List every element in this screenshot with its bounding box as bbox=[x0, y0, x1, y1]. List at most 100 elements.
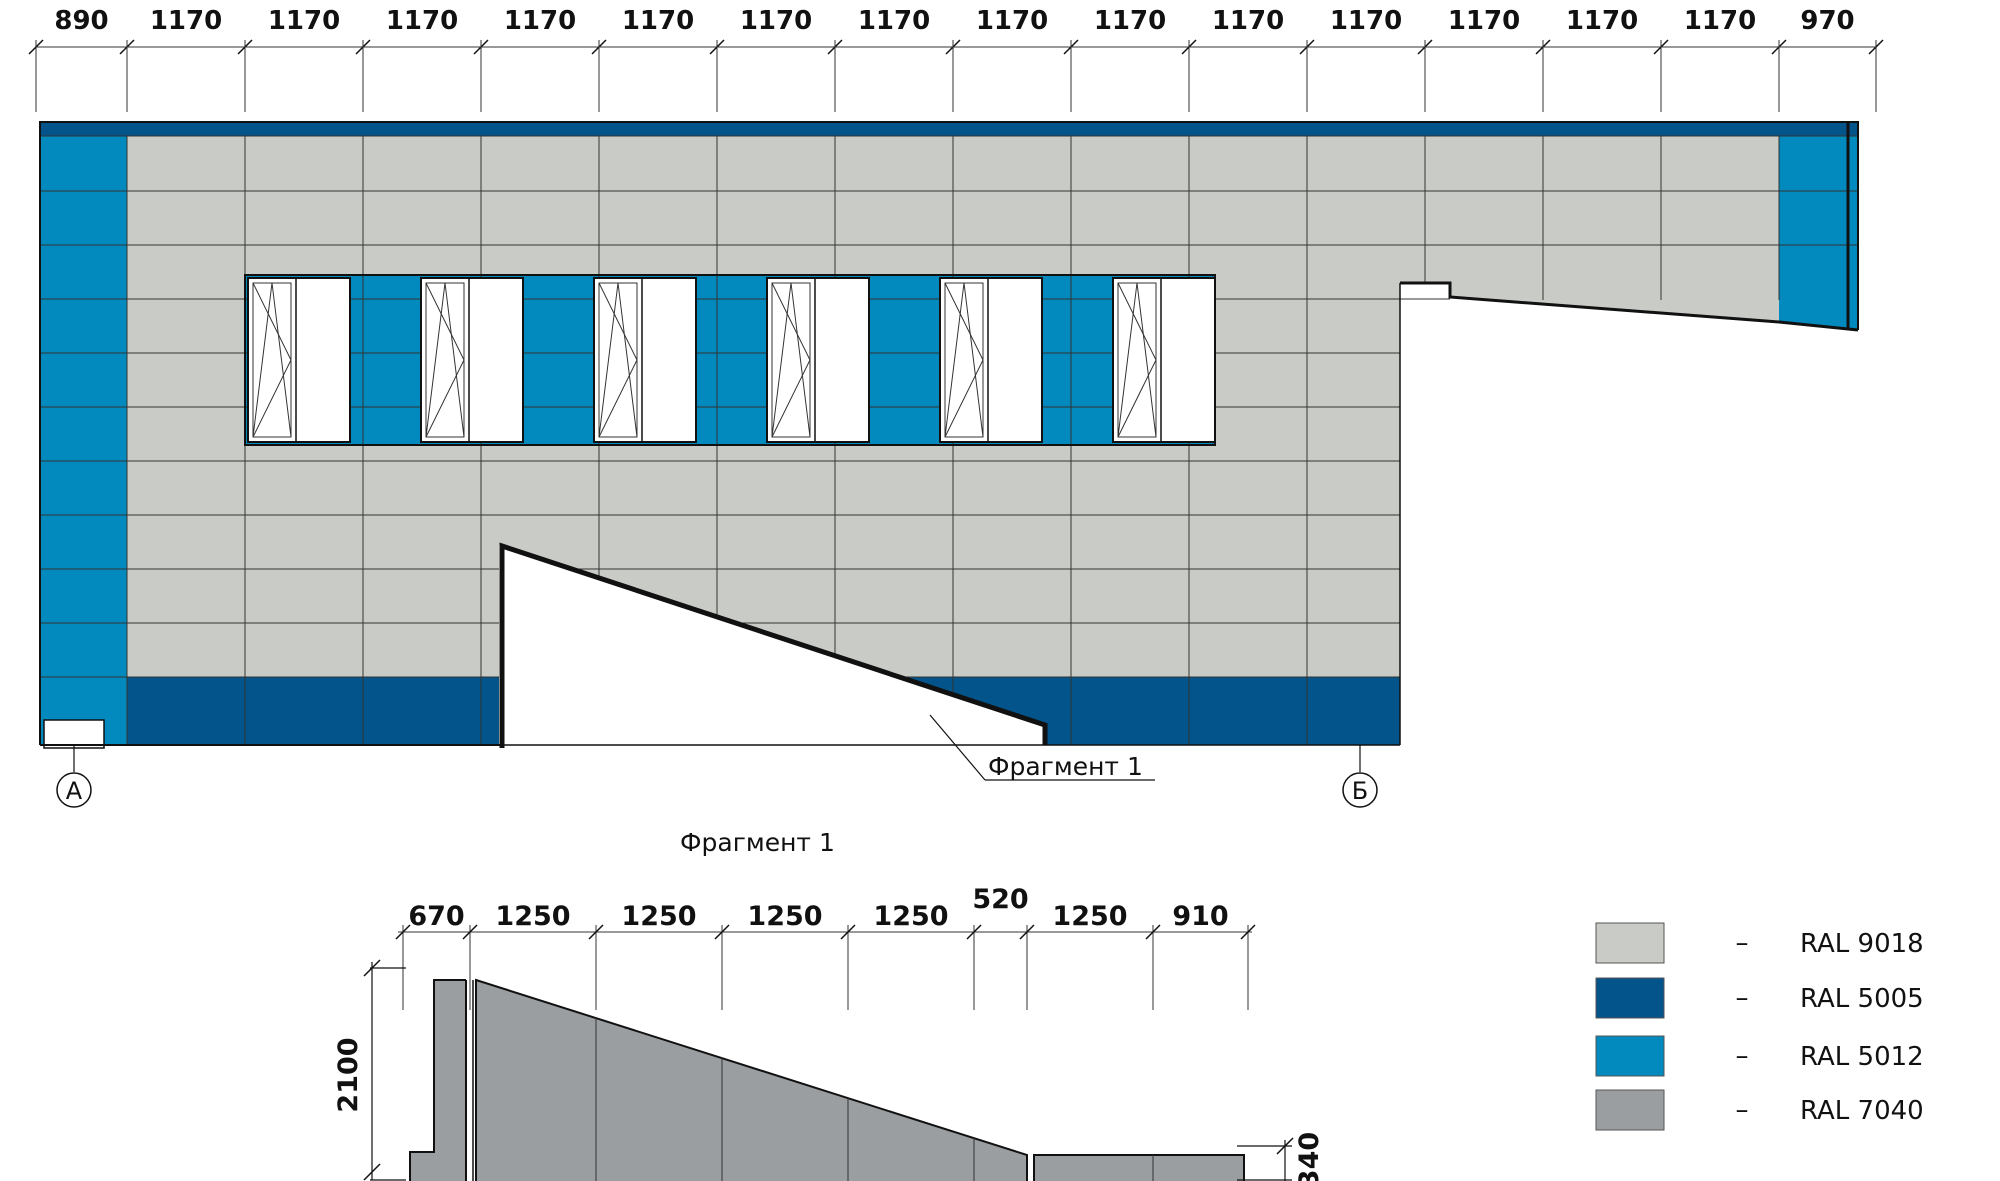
fragment-dimension-tick bbox=[395, 924, 411, 940]
window-opening-mark bbox=[944, 282, 984, 438]
roof-step-edge bbox=[1400, 281, 1859, 332]
legend-dash: – bbox=[1736, 1041, 1749, 1071]
legend-item: – RAL 7040 bbox=[1595, 1089, 1924, 1131]
left-blue-column bbox=[40, 136, 127, 745]
legend-label: RAL 9018 bbox=[1800, 929, 1924, 959]
fragment-dimension-label: 670 bbox=[408, 901, 464, 932]
window-opening-mark bbox=[771, 282, 811, 438]
fragment-wall-edge bbox=[409, 979, 466, 1181]
fragment-step-label: 340 bbox=[1294, 1132, 1325, 1181]
elevation-outline bbox=[39, 121, 1859, 749]
legend-swatch bbox=[1595, 1089, 1665, 1131]
window-frame bbox=[1112, 277, 1216, 443]
window-opening-mark bbox=[252, 282, 292, 438]
axis-a-label: А bbox=[66, 777, 83, 805]
legend-swatch bbox=[1595, 977, 1665, 1019]
window-opening-mark bbox=[598, 282, 638, 438]
legend-label: RAL 5012 bbox=[1800, 1042, 1924, 1072]
fragment-dimension-label: 1250 bbox=[495, 901, 570, 932]
top-parapet-band bbox=[40, 122, 1858, 136]
elevation-windows bbox=[244, 274, 1216, 446]
fragment-dimension-label: 1250 bbox=[621, 901, 696, 932]
fragment-dimension-tick bbox=[1240, 924, 1256, 940]
fragment-plinth-panel bbox=[1033, 1154, 1245, 1181]
window bbox=[247, 277, 351, 443]
dimension-label: 1170 bbox=[1684, 6, 1756, 36]
fragment-dimension-tick bbox=[1145, 924, 1161, 940]
fragment-dimension-tick bbox=[1019, 924, 1035, 940]
window-opening-mark bbox=[425, 282, 465, 438]
window-opening-mark bbox=[598, 282, 638, 438]
corner-panel bbox=[43, 719, 105, 749]
fragment-top-dimensions: 670 1250 1250 1250 1250 520 1250 910 bbox=[395, 884, 1256, 1010]
fragment-step-dimension: 340 bbox=[1237, 1132, 1325, 1181]
window-opening-mark bbox=[252, 282, 292, 438]
axis-marker-a: А bbox=[56, 745, 92, 808]
fragment-dimension-tick bbox=[714, 924, 730, 940]
fragment-callout: Фрагмент 1 bbox=[929, 714, 1155, 781]
dimension-label: 1170 bbox=[740, 6, 812, 36]
dimension-label: 1170 bbox=[1330, 6, 1402, 36]
dimension-label: 1170 bbox=[1212, 6, 1284, 36]
window-frame bbox=[593, 277, 697, 443]
legend-label: RAL 5005 bbox=[1800, 984, 1924, 1014]
axis-marker-b: Б bbox=[1342, 745, 1378, 808]
window-frame bbox=[766, 277, 870, 443]
legend-dash: – bbox=[1736, 928, 1749, 958]
legend-dash: – bbox=[1736, 1095, 1749, 1125]
dimension-label: 1170 bbox=[386, 6, 458, 36]
dimension-label: 1170 bbox=[1094, 6, 1166, 36]
window-opening-mark bbox=[425, 282, 465, 438]
dimension-label: 970 bbox=[1800, 6, 1854, 36]
window-frame bbox=[420, 277, 524, 443]
fragment-dimension-label: 1250 bbox=[747, 901, 822, 932]
elevation-top-dimensions: 890 1170 1170 1170 1170 1170 1170 1170 1170 1170 1… bbox=[28, 6, 1884, 112]
fragment-dimension-tick bbox=[840, 924, 856, 940]
fragment-dimension-tick bbox=[588, 924, 604, 940]
fragment-dimension-label: 1250 bbox=[1052, 901, 1127, 932]
color-legend: – RAL 9018 – RAL 5005 – RAL 5012 – RAL 7040 bbox=[1595, 922, 1924, 1131]
window bbox=[1112, 277, 1216, 443]
fragment-callout-label: Фрагмент 1 bbox=[988, 752, 1143, 781]
dimension-label: 1170 bbox=[504, 6, 576, 36]
dimension-label: 890 bbox=[54, 6, 108, 36]
legend-swatch bbox=[1595, 1035, 1665, 1077]
dimension-label: 1170 bbox=[1448, 6, 1520, 36]
fragment-height-label: 2100 bbox=[333, 1037, 364, 1112]
fragment-panels bbox=[403, 978, 1245, 1181]
legend-label: RAL 7040 bbox=[1800, 1096, 1924, 1126]
fragment-dimension-label: 1250 bbox=[873, 901, 948, 932]
fragment-dimension-tick bbox=[966, 924, 982, 940]
window-frame bbox=[939, 277, 1043, 443]
window bbox=[593, 277, 697, 443]
axis-b-label: Б bbox=[1352, 777, 1368, 805]
dimension-label: 1170 bbox=[622, 6, 694, 36]
window-opening-mark bbox=[1117, 282, 1157, 438]
dimension-label: 1170 bbox=[1566, 6, 1638, 36]
fragment-dimension-label: 910 bbox=[1172, 901, 1228, 932]
dimension-label: 1170 bbox=[976, 6, 1048, 36]
window bbox=[766, 277, 870, 443]
window-opening-mark bbox=[944, 282, 984, 438]
window-frame bbox=[247, 277, 351, 443]
legend-item: – RAL 5005 bbox=[1595, 977, 1924, 1019]
legend-item: – RAL 5012 bbox=[1595, 1035, 1924, 1077]
fragment-ramp-panel bbox=[475, 978, 1028, 1181]
window-strip-panels bbox=[245, 275, 1215, 445]
fragment-height-dimension: 2100 bbox=[333, 959, 406, 1181]
window-opening-mark bbox=[771, 282, 811, 438]
building-outline bbox=[39, 121, 1859, 745]
legend-item: – RAL 9018 bbox=[1595, 922, 1924, 964]
legend-dash: – bbox=[1736, 983, 1749, 1013]
ramp-opening-edge bbox=[499, 542, 1048, 748]
fragment-dimension-tick bbox=[462, 924, 478, 940]
ramp-opening bbox=[499, 545, 1045, 748]
legend-swatch bbox=[1595, 922, 1665, 964]
window-opening-mark bbox=[1117, 282, 1157, 438]
dimension-label: 1170 bbox=[858, 6, 930, 36]
window-strip-frame bbox=[244, 274, 1216, 446]
fragment-dimension-label: 520 bbox=[972, 884, 1028, 915]
right-blue-column bbox=[1779, 136, 1858, 330]
dimension-label: 1170 bbox=[268, 6, 340, 36]
